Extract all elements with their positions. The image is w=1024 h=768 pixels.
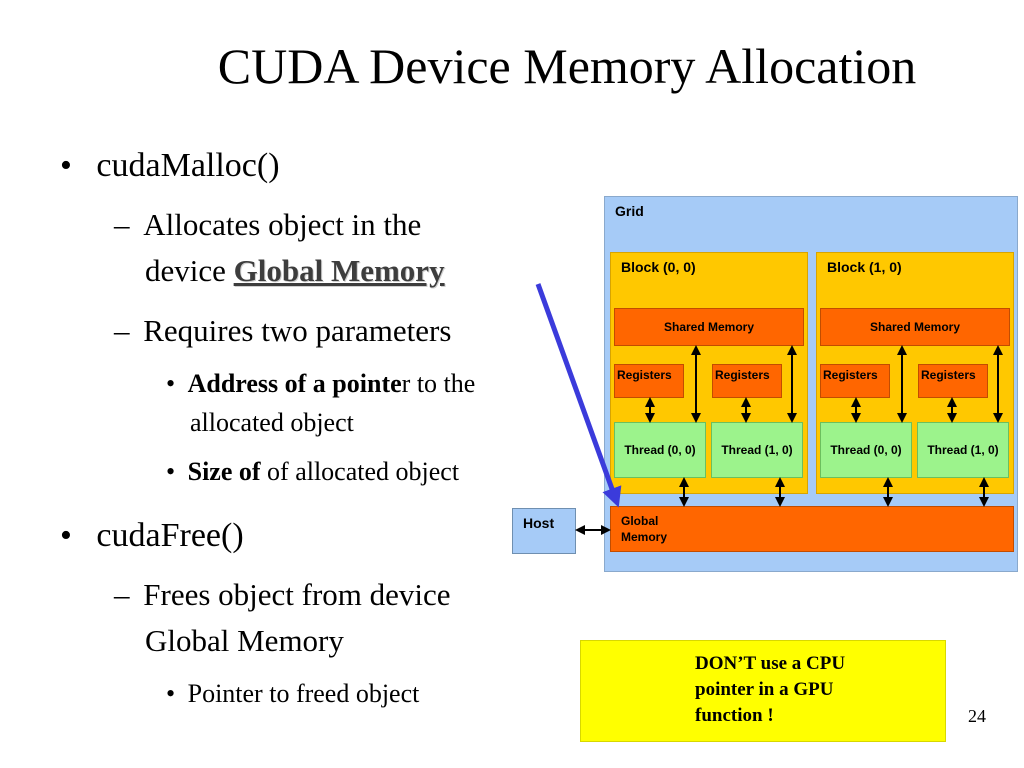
dash: – xyxy=(114,577,130,612)
registers-1-0: Registers xyxy=(820,364,890,398)
thread-0-0-block1: Thread (0, 0) xyxy=(820,422,912,478)
sub-requires: – Requires two parameters xyxy=(114,312,451,350)
param-size-bold: Size of xyxy=(187,457,261,486)
param-address: • Address of a pointer to the xyxy=(166,368,475,400)
param-address-line2: allocated object xyxy=(190,408,354,437)
thread-1-0-block0: Thread (1, 0) xyxy=(711,422,803,478)
sub-requires-text: Requires two parameters xyxy=(143,313,452,348)
global-memory-label-1: Global xyxy=(621,514,659,528)
dash: – xyxy=(114,313,130,348)
sub-frees-line2: Global Memory xyxy=(145,623,344,658)
shared-memory-1: Shared Memory xyxy=(820,308,1010,346)
bullet-dot: • xyxy=(166,457,176,486)
sub-allocates-text: Allocates object in the xyxy=(143,207,422,242)
bullet-cudamalloc: • cudaMalloc() xyxy=(60,146,280,186)
thread-0-0-block0: Thread (0, 0) xyxy=(614,422,706,478)
warning-note-line1: DON’T use a CPU xyxy=(695,653,846,674)
registers-0-0: Registers xyxy=(614,364,684,398)
bullet-cudafree-text: cudaFree() xyxy=(96,517,244,554)
warning-note: DON’T use a CPU pointer in a GPU functio… xyxy=(580,640,946,742)
param-address-bold: Address of a pointe xyxy=(187,369,402,398)
page-number: 24 xyxy=(968,706,986,726)
registers-1-1: Registers xyxy=(918,364,988,398)
thread-1-0-block1: Thread (1, 0) xyxy=(917,422,1009,478)
pointer-arrow xyxy=(535,283,622,508)
param-size: • Size of of allocated object xyxy=(166,456,459,488)
sub-allocates: – Allocates object in the xyxy=(114,206,421,244)
dash: – xyxy=(114,207,130,242)
host-label: Host xyxy=(523,515,555,531)
bullet-dot: • xyxy=(60,147,72,184)
shared-memory-0: Shared Memory xyxy=(614,308,804,346)
device-text: device xyxy=(145,253,234,288)
param-address-rest: r to the xyxy=(401,369,476,398)
param-pointer-text: Pointer to freed object xyxy=(187,679,420,708)
slide-title: CUDA Device Memory Allocation xyxy=(217,38,917,94)
warning-note-line3: function ! xyxy=(695,705,774,726)
sub-frees-text: Frees object from device xyxy=(143,577,451,612)
block-1-0-label: Block (1, 0) xyxy=(827,259,902,275)
bullet-dot: • xyxy=(166,369,176,398)
param-pointer: • Pointer to freed object xyxy=(166,678,419,710)
global-memory-box: Global Memory xyxy=(610,506,1014,552)
grid-label: Grid xyxy=(615,203,644,219)
global-memory-label-2: Memory xyxy=(621,530,668,544)
block-0-0-label: Block (0, 0) xyxy=(621,259,696,275)
bullet-dot: • xyxy=(166,679,176,708)
bullet-cudafree: • cudaFree() xyxy=(60,516,244,556)
registers-0-1: Registers xyxy=(712,364,782,398)
param-size-rest: of allocated object xyxy=(260,457,460,486)
sub-frees: – Frees object from device xyxy=(114,576,451,614)
bullet-dot: • xyxy=(60,517,72,554)
warning-note-line2: pointer in a GPU xyxy=(695,679,834,700)
sub-allocates-line2: device Global Memory xyxy=(145,252,445,290)
bullet-cudamalloc-text: cudaMalloc() xyxy=(96,147,280,184)
global-memory-link[interactable]: Global Memory xyxy=(233,253,445,288)
